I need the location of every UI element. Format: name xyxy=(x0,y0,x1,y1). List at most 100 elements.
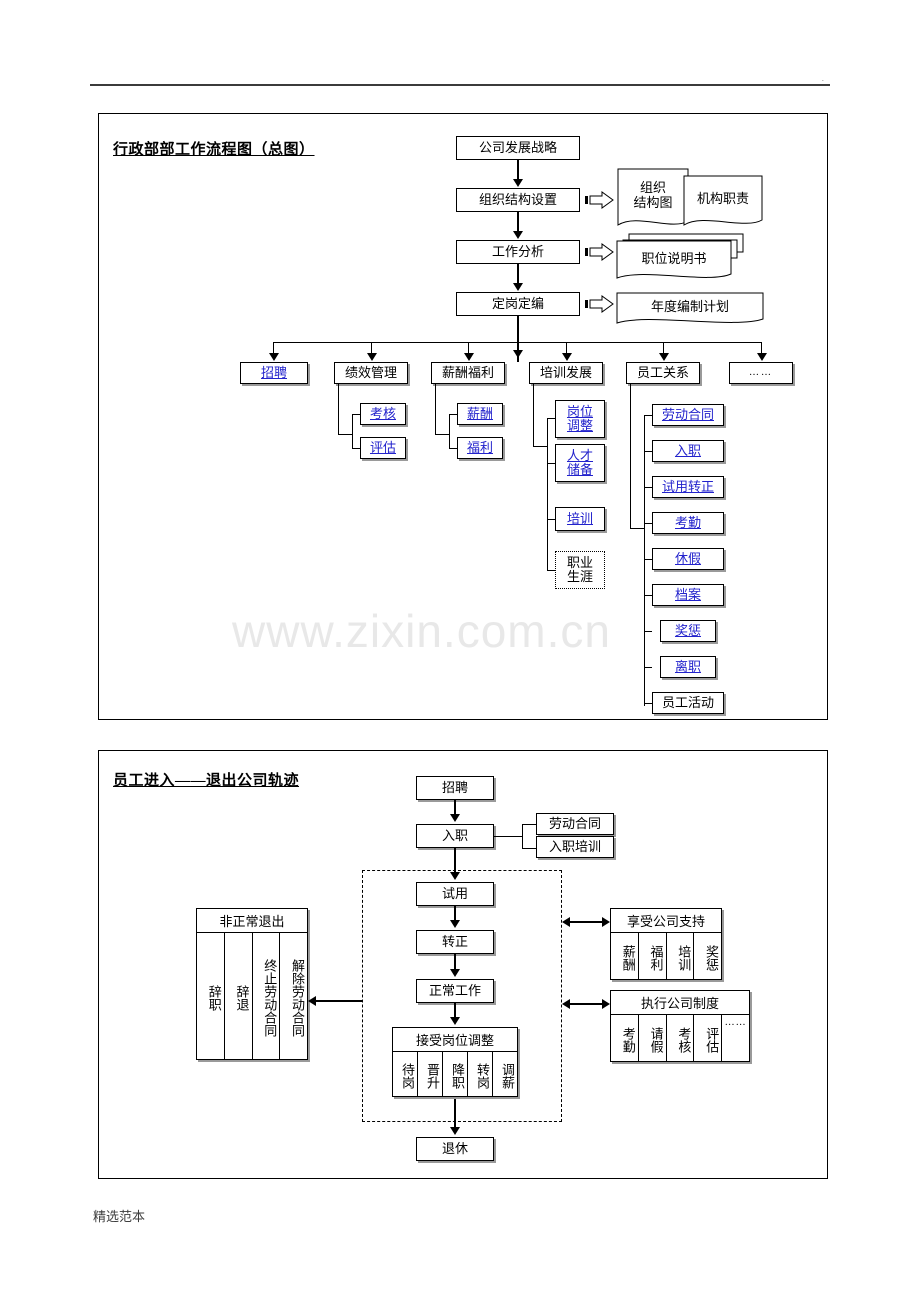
arrow-down-icon xyxy=(450,872,460,880)
position-adjust-table[interactable]: 接受岗位调整 待岗 晋升 降职 转岗 调薪 xyxy=(392,1027,518,1097)
sub-box-employee-activity[interactable]: 员工活动 xyxy=(652,692,724,714)
abnormal-exit-cell: 解除劳动合同 xyxy=(290,958,305,1037)
sub-box-archive[interactable]: 档案 xyxy=(652,584,724,606)
company-support-cell: 奖惩 xyxy=(704,944,719,971)
sub-box-attendance[interactable]: 考勤 xyxy=(652,512,724,534)
sub-box-benefits[interactable]: 福利 xyxy=(457,437,503,459)
sub-box-label: 职业 xyxy=(566,554,593,570)
category-box-compensation[interactable]: 薪酬福利 xyxy=(431,362,505,384)
sub-box-talent-reserve[interactable]: 人才 储备 xyxy=(555,444,605,482)
flow-box-job-analysis[interactable]: 工作分析 xyxy=(456,240,580,264)
flow-box-company-strategy[interactable]: 公司发展战略 xyxy=(456,136,580,160)
doc-job-description-label: 职位说明书 xyxy=(641,250,707,266)
abnormal-exit-cell: 辞职 xyxy=(197,933,225,1060)
arrow-right-icon xyxy=(602,917,610,927)
block-arrow-icon xyxy=(584,243,614,261)
connector xyxy=(352,448,360,449)
abnormal-exit-cell: 辞退 xyxy=(225,933,253,1060)
connector xyxy=(644,667,652,668)
arrow-down-icon xyxy=(450,814,460,822)
connector xyxy=(644,451,652,452)
position-adjust-cell: 待岗 xyxy=(393,1052,418,1097)
side-box-onboard-training[interactable]: 入职培训 xyxy=(536,836,614,858)
connector xyxy=(566,342,567,356)
flow-box-normal-work[interactable]: 正常工作 xyxy=(416,979,494,1003)
connector xyxy=(454,906,456,921)
connector xyxy=(316,1000,362,1002)
category-box-more[interactable]: …… xyxy=(729,362,793,384)
flow-box-retire[interactable]: 退休 xyxy=(416,1137,494,1161)
sub-box-reward-punish[interactable]: 奖惩 xyxy=(660,620,716,642)
connector xyxy=(644,415,652,416)
flow-box-recruit[interactable]: 招聘 xyxy=(416,776,494,800)
doc-org-chart[interactable]: 组织 结构图 xyxy=(617,168,689,232)
sub-box-label: 人才 xyxy=(566,447,593,463)
sub-box-training[interactable]: 培训 xyxy=(555,507,605,531)
sub-box-evaluation[interactable]: 评估 xyxy=(360,437,406,459)
company-system-cell: 考核 xyxy=(667,1015,695,1062)
watermark-text: www.zixin.com.cn xyxy=(232,605,611,657)
side-box-labor-contract[interactable]: 劳动合同 xyxy=(536,813,614,835)
position-adjust-cell: 晋升 xyxy=(418,1052,443,1097)
doc-org-duty[interactable]: 机构职责 xyxy=(683,175,763,231)
flow-box-probation[interactable]: 试用 xyxy=(416,882,494,906)
company-system-cell: 考勤 xyxy=(611,1015,639,1062)
sub-box-position-adjust[interactable]: 岗位 调整 xyxy=(555,400,605,438)
connector xyxy=(517,212,519,232)
connector xyxy=(454,1003,456,1018)
doc-job-description[interactable]: 职位说明书 xyxy=(616,240,732,284)
sub-box-salary[interactable]: 薪酬 xyxy=(457,403,503,425)
company-support-cell: 培训 xyxy=(667,933,695,980)
sub-box-label: 岗位 xyxy=(566,403,593,419)
category-box-performance[interactable]: 绩效管理 xyxy=(334,362,408,384)
company-system-table[interactable]: 执行公司制度 考勤 请假 考核 评估 …… xyxy=(610,990,750,1062)
category-box-employee-relations[interactable]: 员工关系 xyxy=(626,362,700,384)
connector xyxy=(547,519,555,520)
connector xyxy=(338,434,352,435)
connector xyxy=(533,384,534,446)
connector xyxy=(522,824,523,849)
abnormal-exit-cell: 终止劳动合同 xyxy=(253,933,281,1060)
connector xyxy=(644,703,652,704)
sub-box-career[interactable]: 职业 生涯 xyxy=(555,551,605,589)
flow-box-org-structure[interactable]: 组织结构设置 xyxy=(456,188,580,212)
arrow-left-icon xyxy=(308,996,316,1006)
sub-box-leave[interactable]: 休假 xyxy=(652,548,724,570)
position-adjust-cell: 调薪 xyxy=(500,1062,515,1089)
connector xyxy=(570,921,602,923)
connector xyxy=(352,414,360,415)
abnormal-exit-table[interactable]: 非正常退出 辞职 辞退 终止劳动合同 解除劳动合同 xyxy=(196,908,308,1060)
sub-box-labor-contract[interactable]: 劳动合同 xyxy=(652,404,724,426)
flow-box-confirm[interactable]: 转正 xyxy=(416,930,494,954)
category-box-recruitment[interactable]: 招聘 xyxy=(240,362,308,384)
connector xyxy=(761,342,762,356)
arrow-down-icon xyxy=(513,179,523,187)
flow-box-staffing[interactable]: 定岗定编 xyxy=(456,292,580,316)
process-scope-region xyxy=(362,870,562,1122)
arrow-down-icon xyxy=(367,353,377,361)
doc-org-duty-label: 机构职责 xyxy=(696,190,749,206)
sub-box-assessment[interactable]: 考核 xyxy=(360,403,406,425)
connector xyxy=(533,446,547,447)
connector xyxy=(547,418,548,570)
connector xyxy=(371,342,372,356)
connector xyxy=(435,434,449,435)
connector xyxy=(547,418,555,419)
connector xyxy=(630,384,631,528)
connector xyxy=(547,463,555,464)
connector xyxy=(517,264,519,284)
sub-box-resignation[interactable]: 离职 xyxy=(660,656,716,678)
company-support-cell: 薪酬 xyxy=(611,933,639,980)
block-arrow-icon xyxy=(584,191,614,209)
connector xyxy=(522,848,536,849)
arrow-down-icon xyxy=(450,1017,460,1025)
sub-box-probation-confirm[interactable]: 试用转正 xyxy=(652,476,724,498)
flow-box-join[interactable]: 入职 xyxy=(416,824,494,848)
category-box-training[interactable]: 培训发展 xyxy=(529,362,603,384)
doc-annual-plan[interactable]: 年度编制计划 xyxy=(616,292,764,328)
sub-box-onboarding[interactable]: 入职 xyxy=(652,440,724,462)
connector xyxy=(547,570,555,571)
company-support-table[interactable]: 享受公司支持 薪酬 福利 培训 奖惩 xyxy=(610,908,722,980)
connector xyxy=(570,1003,602,1005)
company-system-cell: 请假 xyxy=(639,1015,667,1062)
